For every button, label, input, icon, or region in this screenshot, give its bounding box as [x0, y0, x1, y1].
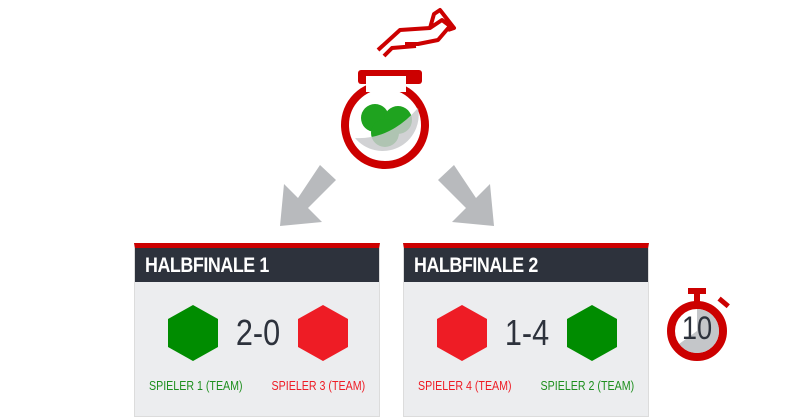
match-card-semifinal-2: HALBFINALE 2 1-4 SPIELER 4 (TEAM) SPIELE…	[403, 243, 649, 417]
player-right-hexagon	[567, 305, 617, 361]
match-score: 2-0	[235, 312, 281, 353]
hand-icon	[376, 8, 456, 58]
player-left-hexagon	[168, 305, 218, 361]
player-left-hexagon	[437, 305, 487, 361]
player-right-name: SPIELER 3 (TEAM)	[271, 378, 365, 393]
stopwatch: 10	[662, 286, 734, 368]
timer-value: 10	[681, 310, 713, 346]
match-score: 1-4	[504, 312, 550, 353]
player-left-name: SPIELER 1 (TEAM)	[149, 378, 243, 393]
draw-bowl-illustration	[341, 8, 456, 169]
player-right-hexagon	[298, 305, 348, 361]
draw-bowl-icon	[341, 70, 429, 169]
arrow-down-left-icon	[280, 165, 336, 226]
match-title: HALBFINALE 1	[135, 248, 379, 282]
player-right-name: SPIELER 2 (TEAM)	[540, 378, 634, 393]
arrow-down-right-icon	[438, 165, 494, 226]
arrows	[280, 165, 494, 226]
player-left-name: SPIELER 4 (TEAM)	[418, 378, 512, 393]
match-title: HALBFINALE 2	[404, 248, 648, 282]
stopwatch-icon	[667, 288, 730, 361]
match-card-semifinal-1: HALBFINALE 1 2-0 SPIELER 1 (TEAM) SPIELE…	[134, 243, 380, 417]
